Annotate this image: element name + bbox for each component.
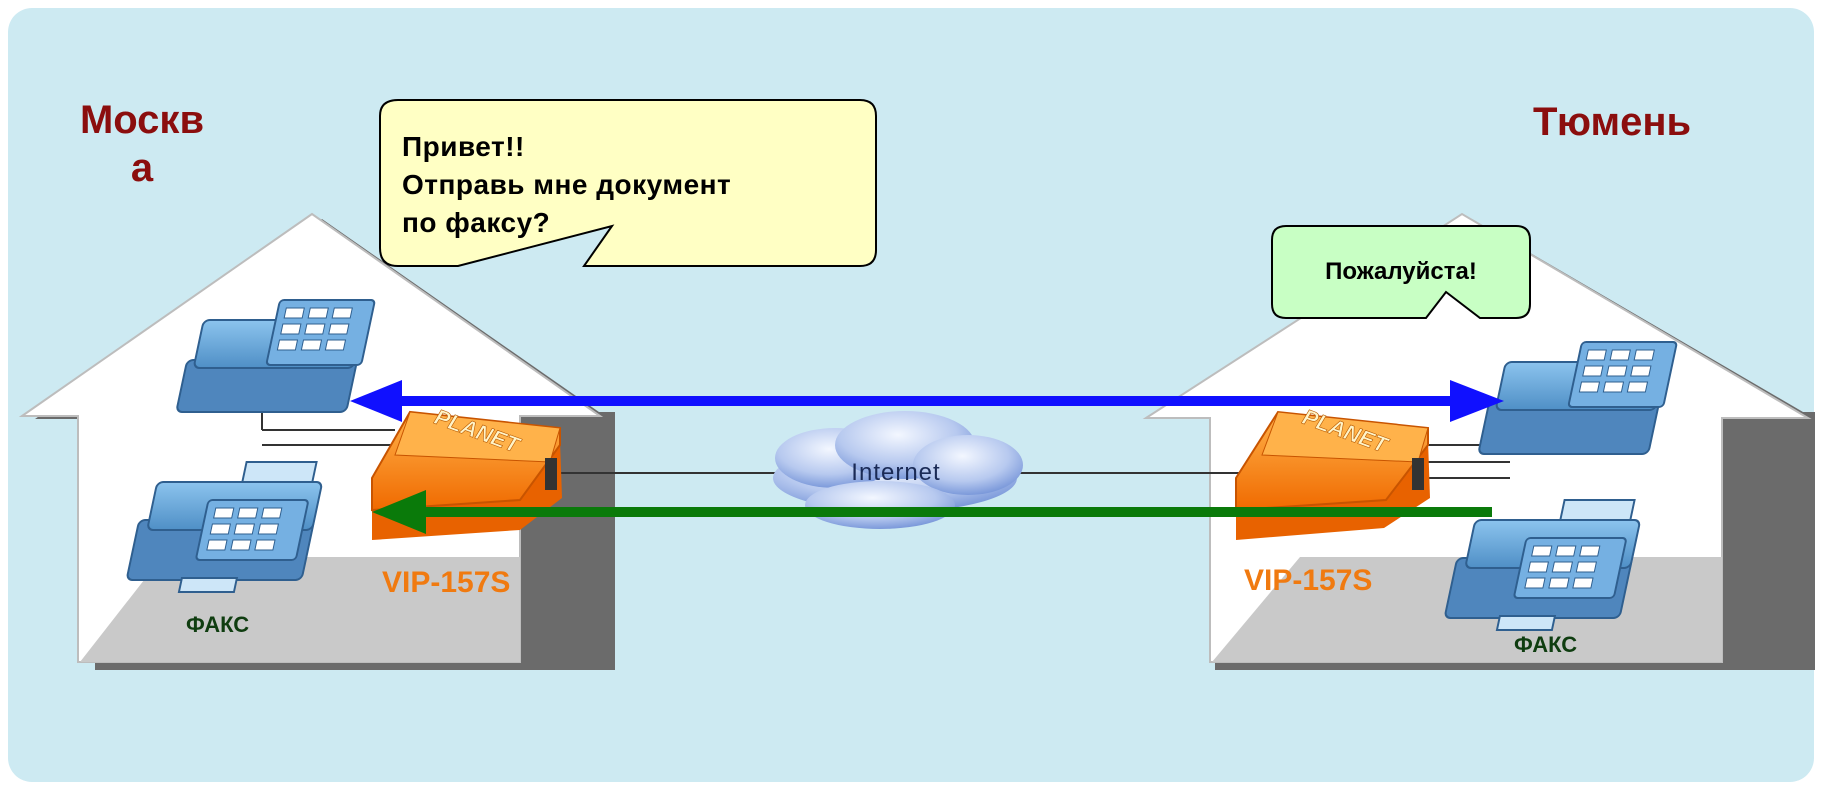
voice-double-arrow-icon — [350, 380, 1504, 422]
left-device-label: VIP-157S — [382, 566, 511, 599]
right-phone-icon — [1478, 341, 1678, 455]
right-device-label: VIP-157S — [1244, 564, 1373, 597]
left-speech-line-2: Отправь мне документ — [402, 169, 732, 200]
right-city-label: Тюмень — [1532, 100, 1692, 144]
left-phone-icon — [176, 299, 376, 413]
internet-label: Internet — [851, 459, 941, 486]
cloud-icon — [773, 411, 1023, 529]
left-voip-gateway-icon: PLANET — [371, 404, 562, 540]
right-speech-text: Пожалуйста! — [1325, 258, 1477, 285]
right-fax-label: ФАКС — [1514, 632, 1578, 657]
right-speech-bubble-icon — [1271, 225, 1531, 319]
left-speech-line-1: Привет!! — [402, 131, 525, 162]
right-fax-icon — [1444, 499, 1641, 631]
left-city-label: Москв а — [79, 98, 205, 190]
left-fax-label: ФАКС — [186, 612, 250, 637]
left-speech-line-3: по факсу? — [402, 207, 551, 238]
left-speech-text: Привет!! Отправь мне документ по факсу? — [402, 128, 731, 242]
left-speech-bubble-icon — [379, 99, 877, 267]
fax-arrow-left-icon — [372, 490, 1492, 534]
left-fax-icon — [126, 461, 323, 593]
wiring — [261, 395, 1510, 479]
